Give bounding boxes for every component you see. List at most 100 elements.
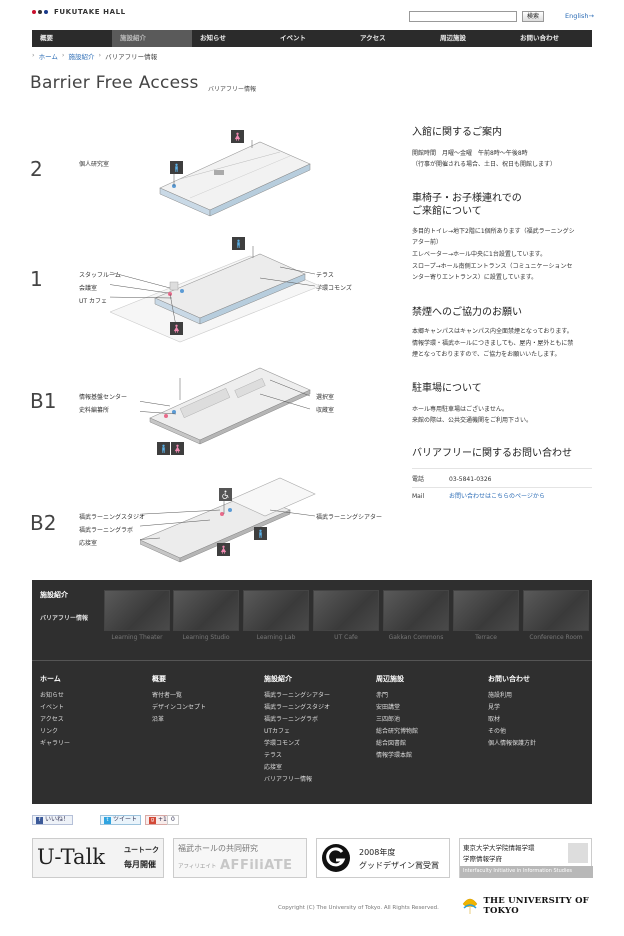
footer: 施設紹介 バリアフリー情報 Learning Theater Learning … (32, 580, 592, 804)
footer-link[interactable]: 赤門 (376, 692, 389, 699)
footer-col-title[interactable]: ホーム (40, 675, 61, 683)
footer-col-facilities: 施設紹介 福武ラーニングシアター 福武ラーニングスタジオ 福武ラーニングラボ U… (264, 674, 330, 786)
wheelchair-line: スロープ→ホール南側エントランス（コミュニケーションセ (412, 263, 573, 270)
tel-label: 電話 (412, 476, 425, 483)
footer-link[interactable]: 個人情報保護方針 (488, 740, 537, 747)
utokyo-name: THE UNIVERSITY OF TOKYO (483, 896, 589, 916)
thumb-conference-room[interactable] (523, 590, 589, 631)
thumb-terrace[interactable] (453, 590, 519, 631)
thumb-caption: UT Cafe (334, 634, 358, 641)
restroom-female-icon (171, 442, 184, 455)
room-label: 個人研究室 (79, 161, 110, 168)
restroom-male-icon (254, 527, 267, 540)
gplus-label: +1 (158, 816, 167, 823)
smoking-line: 煙となっておりますので、ご協力をお願いいたします。 (412, 351, 561, 358)
room-label: UT カフェ (79, 298, 107, 305)
footer-col-overview: 概要 寄付者一覧 デザインコンセプト 沿革 (152, 674, 206, 726)
footer-link[interactable]: 見学 (488, 704, 501, 711)
iii-line: 東京大学大学院情報学環 (463, 844, 535, 852)
search-button[interactable]: 検索 (522, 11, 544, 22)
utalk-title: U-Talk (37, 845, 106, 869)
footer-link[interactable]: 施設利用 (488, 692, 513, 699)
search-input[interactable] (409, 11, 517, 22)
footer-link[interactable]: 沿革 (152, 716, 165, 723)
logo-dots-icon (32, 10, 48, 14)
footer-col-title[interactable]: 概要 (152, 675, 166, 683)
room-label: 史料編纂所 (79, 407, 110, 414)
thumb-learning-studio[interactable] (173, 590, 239, 631)
utokyo-logo[interactable]: THE UNIVERSITY OF TOKYO (460, 896, 624, 916)
nav-item-access[interactable]: アクセス (360, 34, 386, 42)
mail-contact-link[interactable]: お問い合わせはこちらのページから (449, 493, 545, 500)
breadcrumb-home[interactable]: ホーム (38, 53, 58, 61)
nav-item-contact[interactable]: お問い合わせ (520, 34, 559, 42)
nav-item-facilities[interactable]: 施設紹介 (112, 30, 192, 47)
footer-link[interactable]: 情報学環本館 (376, 752, 413, 759)
footer-col-title[interactable]: 施設紹介 (264, 675, 292, 683)
footer-section-sub: バリアフリー情報 (40, 615, 89, 622)
footer-link[interactable]: イベント (40, 704, 65, 711)
wheelchair-line: 多目的トイレ→地下2階に1個所あります（福武ラーニングシ (412, 228, 575, 235)
footer-link[interactable]: ギャラリー (40, 740, 71, 747)
thumb-learning-lab[interactable] (243, 590, 309, 631)
floor-b2-plan (140, 477, 316, 563)
gdesign-line: グッドデザイン賞受賞 (359, 861, 439, 870)
footer-link[interactable]: その他 (488, 728, 507, 735)
entry-line: 開館時間 月曜～金曜 午前8時～午後8時 (412, 150, 528, 157)
footer-link[interactable]: 福武ラーニングスタジオ (264, 704, 331, 711)
footer-col-title[interactable]: 周辺施設 (376, 675, 404, 683)
smoking-line: 本郷キャンパスはキャンパス内全面禁煙となっております。 (412, 328, 573, 335)
footer-link[interactable]: 総合図書館 (376, 740, 407, 747)
good-design-banner[interactable]: 2008年度 グッドデザイン賞受賞 (316, 838, 450, 878)
nav-item-nearby[interactable]: 周辺施設 (440, 34, 466, 42)
footer-link[interactable]: 三四郎池 (376, 716, 401, 723)
nav-item-overview[interactable]: 概要 (40, 34, 53, 42)
parking-line: ホール専用駐車場はございません。 (412, 406, 508, 413)
entry-line: （行事が開催される場合、土日、祝日も開館します） (412, 161, 557, 168)
nav-item-news[interactable]: お知らせ (200, 34, 226, 42)
footer-link[interactable]: UTカフェ (264, 728, 291, 735)
mail-label: Mail (412, 493, 425, 500)
tel-value: 03-5841-0326 (449, 476, 492, 483)
affiliate-banner[interactable]: 福武ホールの共同研究 アフィリエイト AFFiliATE (173, 838, 307, 878)
footer-col-title[interactable]: お問い合わせ (488, 675, 530, 683)
footer-link[interactable]: お知らせ (40, 692, 64, 699)
restroom-male-icon (232, 237, 245, 250)
facebook-like-button[interactable]: f いいね！ (32, 815, 74, 825)
thumb-gakkan-commons[interactable] (383, 590, 449, 631)
room-label: 福武ラーニングラボ (79, 527, 134, 534)
footer-link[interactable]: 福武ラーニングシアター (264, 692, 331, 699)
iii-banner[interactable]: 東京大学大学院情報学環 学際情報学府 Interfaculty Initiati… (459, 838, 593, 878)
breadcrumb-parent[interactable]: 施設紹介 (68, 53, 95, 61)
wheelchair-heading-2: ご来館について (412, 206, 482, 217)
footer-link[interactable]: 安田講堂 (376, 704, 401, 711)
restroom-female-icon (231, 130, 244, 143)
footer-link[interactable]: 寄付者一覧 (152, 692, 183, 699)
room-label: 会議室 (79, 285, 98, 292)
thumb-caption: Learning Studio (182, 634, 230, 641)
footer-link[interactable]: アクセス (40, 716, 64, 723)
nav-item-events[interactable]: イベント (280, 34, 306, 42)
wheelchair-line: アター前） (412, 239, 443, 246)
divider (32, 660, 592, 661)
footer-link[interactable]: 取材 (488, 716, 501, 723)
tweet-button[interactable]: t ツイート (100, 815, 142, 825)
footer-link[interactable]: 総合研究博物館 (376, 728, 419, 735)
footer-link[interactable]: 学環コモンズ (264, 740, 300, 747)
footer-link[interactable]: 応接室 (264, 764, 283, 771)
site-logo[interactable]: FUKUTAKE HALL (32, 8, 126, 16)
footer-link[interactable]: リンク (40, 728, 59, 735)
thumb-caption: Conference Room (529, 634, 583, 641)
footer-link[interactable]: テラス (264, 752, 282, 759)
smoking-heading: 禁煙へのご協力のお願い (412, 307, 522, 318)
utalk-banner[interactable]: U-Talk ユートーク 毎月開催 (32, 838, 164, 878)
affiliate-logo: AFFiliATE (220, 858, 293, 873)
thumb-learning-theater[interactable] (104, 590, 170, 631)
floor-label-b2: B2 (30, 511, 57, 535)
footer-link[interactable]: 福武ラーニングラボ (264, 716, 319, 723)
english-link[interactable]: English→ (565, 12, 594, 20)
footer-link[interactable]: デザインコンセプト (152, 704, 207, 711)
floor-label-1: 1 (30, 267, 43, 291)
footer-link[interactable]: バリアフリー情報 (264, 776, 313, 783)
thumb-ut-cafe[interactable] (313, 590, 379, 631)
